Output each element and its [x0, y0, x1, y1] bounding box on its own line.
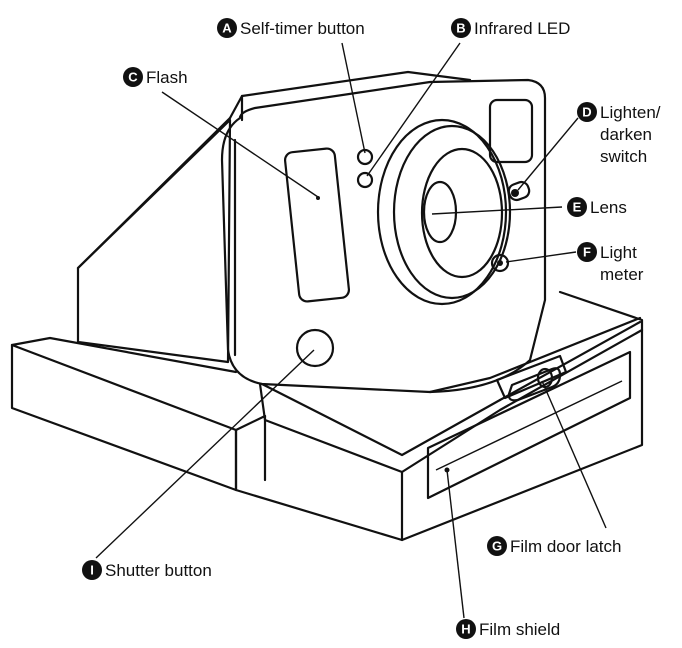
callout-badge-g — [487, 536, 507, 556]
callout-g: G Film door latch — [487, 536, 621, 556]
callout-b: B Infrared LED — [451, 18, 570, 38]
light-meter — [490, 253, 510, 273]
callout-label-g-line-1: Film door latch — [510, 537, 621, 556]
callout-label-f-line-2: meter — [600, 265, 644, 284]
callout-label-c-line-1: Flash — [146, 68, 188, 87]
leader-c — [161, 91, 319, 198]
callout-badge-c — [123, 67, 143, 87]
callout-letter-d: D — [582, 105, 591, 120]
camera-base — [10, 336, 404, 542]
callout-badge-e — [567, 197, 587, 217]
callout-label-a-line-1: Self-timer button — [240, 19, 365, 38]
callout-badge-a — [217, 18, 237, 38]
flash-window — [283, 147, 351, 303]
leader-d — [517, 117, 579, 191]
callout-label-d-line-3: switch — [600, 147, 647, 166]
callout-f: F Light meter — [577, 242, 644, 284]
callout-e: E Lens — [567, 197, 627, 217]
leader-a — [341, 42, 366, 154]
leader-i — [95, 349, 315, 559]
callout-letter-h: H — [461, 622, 470, 637]
callout-label-f-line-1: Light — [600, 243, 637, 262]
callout-d: D Lighten/darken switch — [577, 102, 661, 166]
camera-illustration — [10, 70, 644, 542]
leader-h — [446, 469, 465, 619]
camera-back-wedge — [76, 70, 472, 364]
film-slot — [426, 350, 632, 500]
callout-label-e-line-1: Lens — [590, 198, 627, 217]
viewfinder — [488, 98, 534, 164]
camera-front-body — [220, 78, 547, 394]
leader-f — [505, 251, 577, 263]
callout-letter-b: B — [456, 21, 465, 36]
callout-badge-h — [456, 619, 476, 639]
callout-label-d-line-2: darken — [600, 125, 652, 144]
callout-h: H Film shield — [456, 619, 560, 639]
lens-assembly — [376, 118, 512, 306]
callout-letter-e: E — [573, 200, 582, 215]
callout-letter-c: C — [128, 70, 138, 85]
shutter-button-shape — [295, 328, 335, 368]
callout-letter-g: G — [492, 539, 502, 554]
leader-e — [431, 206, 563, 215]
callout-label-d-line-1: Lighten/ — [600, 103, 661, 122]
callout-letter-f: F — [583, 245, 591, 260]
callout-badge-i — [82, 560, 102, 580]
lighten-darken-switch — [507, 180, 531, 202]
callout-c: C Flash — [123, 67, 188, 87]
callout-label-h-line-1: Film shield — [479, 620, 560, 639]
self-timer-and-led — [356, 148, 374, 189]
callout-label-i-line-1: Shutter button — [105, 561, 212, 580]
callout-a: A Self-timer button — [217, 18, 365, 38]
leader-lines — [95, 42, 607, 619]
camera-lower-block — [258, 290, 644, 542]
callout-badge-b — [451, 18, 471, 38]
callout-letter-a: A — [222, 21, 232, 36]
callout-letter-i: I — [90, 563, 94, 578]
leader-b — [366, 42, 461, 177]
leader-g — [541, 380, 607, 529]
callout-label-b-line-1: Infrared LED — [474, 19, 570, 38]
callout-i: I Shutter button — [82, 560, 212, 580]
callout-badge-f — [577, 242, 597, 262]
callout-badge-d — [577, 102, 597, 122]
